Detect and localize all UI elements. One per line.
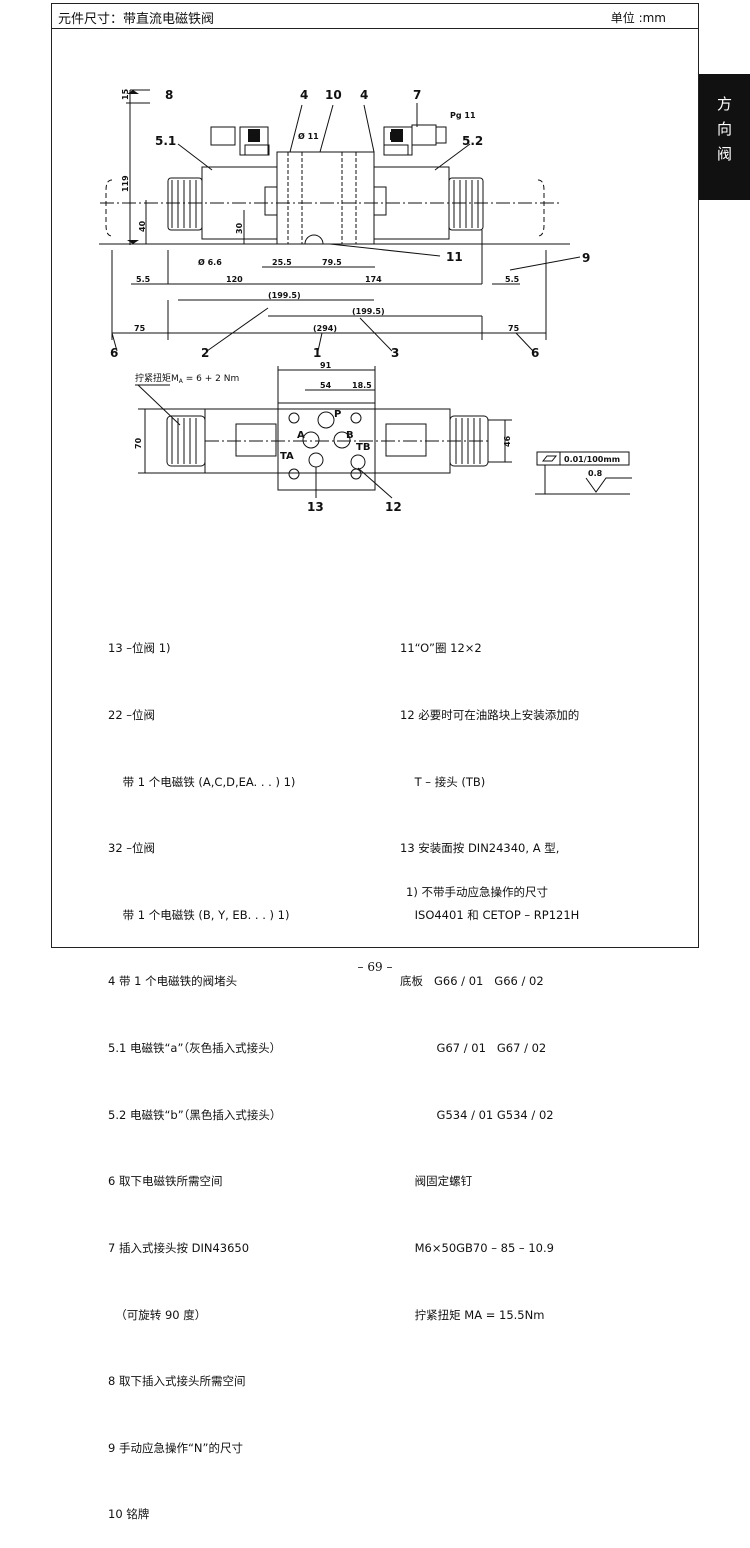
note-line: M6×50GB70 – 85 – 10.9 [400, 1240, 554, 1255]
side-tab-char: 向 [716, 120, 732, 138]
callout-5-1: 5.1 [155, 134, 176, 148]
port-b-top: B [389, 130, 397, 143]
dim-phi6-6: Ø 6.6 [198, 257, 222, 267]
dim-199-5a: (199.5) [268, 291, 301, 300]
dim-46: 46 [503, 435, 512, 447]
side-tab-char: 阀 [716, 145, 732, 163]
note-line: 11“O”圈 12×2 [400, 641, 482, 656]
note-line: 带 1 个电磁铁 (B, Y, EB. . . ) 1) [108, 907, 290, 922]
callout-7: 7 [413, 88, 421, 102]
note-line: 13 –位阀 1) [108, 641, 171, 656]
page-frame: 元件尺寸：带直流电磁铁阀 单位 :mm [51, 3, 699, 948]
port-tb: TB [356, 442, 370, 453]
notes-left: 13 –位阀 1) 22 –位阀 带 1 个电磁铁 (A,C,D,EA. . .… [108, 593, 295, 1548]
note-line: 阀固定螺钉 [400, 1174, 473, 1189]
dim-5-5a: 5.5 [136, 275, 151, 284]
callout-5-2: 5.2 [462, 134, 483, 148]
dim-54: 54 [320, 381, 332, 390]
note-line: 13 安装面按 DIN24340, A 型, [400, 841, 560, 856]
valve-body [276, 151, 375, 245]
dim-120: 120 [226, 275, 243, 284]
callout-4b: 4 [360, 88, 368, 102]
side-tab-char: 方 [716, 95, 732, 113]
callout-10: 10 [325, 88, 342, 102]
dim-294: (294) [313, 324, 337, 333]
unit-label: 单位 :mm [610, 11, 666, 25]
side-tab: 方 向 阀 [699, 74, 750, 200]
note-line: 9 手动应急操作“N”的尺寸 [108, 1440, 243, 1455]
manual-override-right [448, 177, 484, 231]
dim-40: 40 [138, 220, 147, 232]
roughness-value: 0.8 [588, 469, 603, 478]
dim-79-5: 79.5 [322, 258, 342, 267]
note-line: 带 1 个电磁铁 (A,C,D,EA. . . ) 1) [108, 774, 296, 789]
port-b: B [346, 430, 354, 441]
callout-9: 9 [582, 251, 590, 265]
dim-25-5: 25.5 [272, 258, 292, 267]
note-line: 12 必要时可在油路块上安装添加的 [400, 708, 580, 723]
note-line: T – 接头 (TB) [400, 774, 486, 789]
note-line: 8 取下插入式接头所需空间 [108, 1374, 246, 1389]
callout-3: 3 [391, 346, 399, 360]
port-a-top: A [251, 130, 260, 143]
page-number: – 69 – [357, 960, 393, 974]
dim-75a: 75 [134, 324, 146, 333]
dim-phi11: Ø 11 [298, 131, 319, 141]
manual-override-left [167, 177, 203, 231]
footnote: 1) 不带手动应急操作的尺寸 [406, 885, 548, 899]
callout-4a: 4 [300, 88, 308, 102]
note-line: 拧紧扭矩 MA = 15.5Nm [400, 1307, 545, 1322]
callout-11: 11 [446, 250, 463, 264]
note-line: 6 取下电磁铁所需空间 [108, 1174, 223, 1189]
dim-174: 174 [365, 275, 382, 284]
dim-18-5: 18.5 [352, 381, 372, 390]
port-a: A [297, 430, 305, 441]
port-p: P [334, 409, 341, 420]
note-line: G67 / 01 G67 / 02 [400, 1041, 547, 1056]
note-line: 7 插入式接头按 DIN43650 [108, 1240, 250, 1255]
valve-drawing: 8 4 10 4 7 5.1 5.2 9 11 6 2 1 3 6 13 12 … [99, 88, 632, 514]
dim-15: 15 [121, 88, 130, 100]
flatness-value: 0.01/100mm [564, 455, 620, 464]
note-line: 5.2 电磁铁“b”（黑色插入式接头） [108, 1107, 282, 1122]
dim-5-5b: 5.5 [505, 275, 520, 284]
header-bar: 元件尺寸：带直流电磁铁阀 单位 :mm [52, 4, 698, 29]
note-line: 10 铭牌 [108, 1507, 150, 1522]
dim-30: 30 [235, 222, 244, 234]
dim-91: 91 [320, 361, 332, 370]
dim-70: 70 [134, 437, 143, 449]
note-line: 32 –位阀 [108, 841, 156, 856]
dim-199-5b: (199.5) [352, 307, 385, 316]
note-line: ISO4401 和 CETOP – RP121H [400, 907, 580, 922]
callout-2: 2 [201, 346, 209, 360]
callout-8: 8 [165, 88, 173, 102]
dim-119: 119 [121, 175, 130, 192]
dim-pg11: Pg 11 [450, 111, 476, 120]
callout-12: 12 [385, 500, 402, 514]
note-line: 5.1 电磁铁“a”（灰色插入式接头） [108, 1041, 282, 1056]
callout-6a: 6 [110, 346, 118, 360]
callout-13: 13 [307, 500, 324, 514]
callout-6b: 6 [531, 346, 539, 360]
note-line: 22 –位阀 [108, 708, 156, 723]
page-title: 元件尺寸：带直流电磁铁阀 [58, 12, 215, 27]
dim-75b: 75 [508, 324, 520, 333]
note-line: （可旋转 90 度） [108, 1307, 207, 1322]
callout-1: 1 [313, 346, 321, 360]
torque-label: 拧紧扭矩MA = 6 + 2 Nm [135, 372, 239, 385]
port-ta: TA [280, 451, 294, 462]
note-line: G534 / 01 G534 / 02 [400, 1107, 554, 1122]
